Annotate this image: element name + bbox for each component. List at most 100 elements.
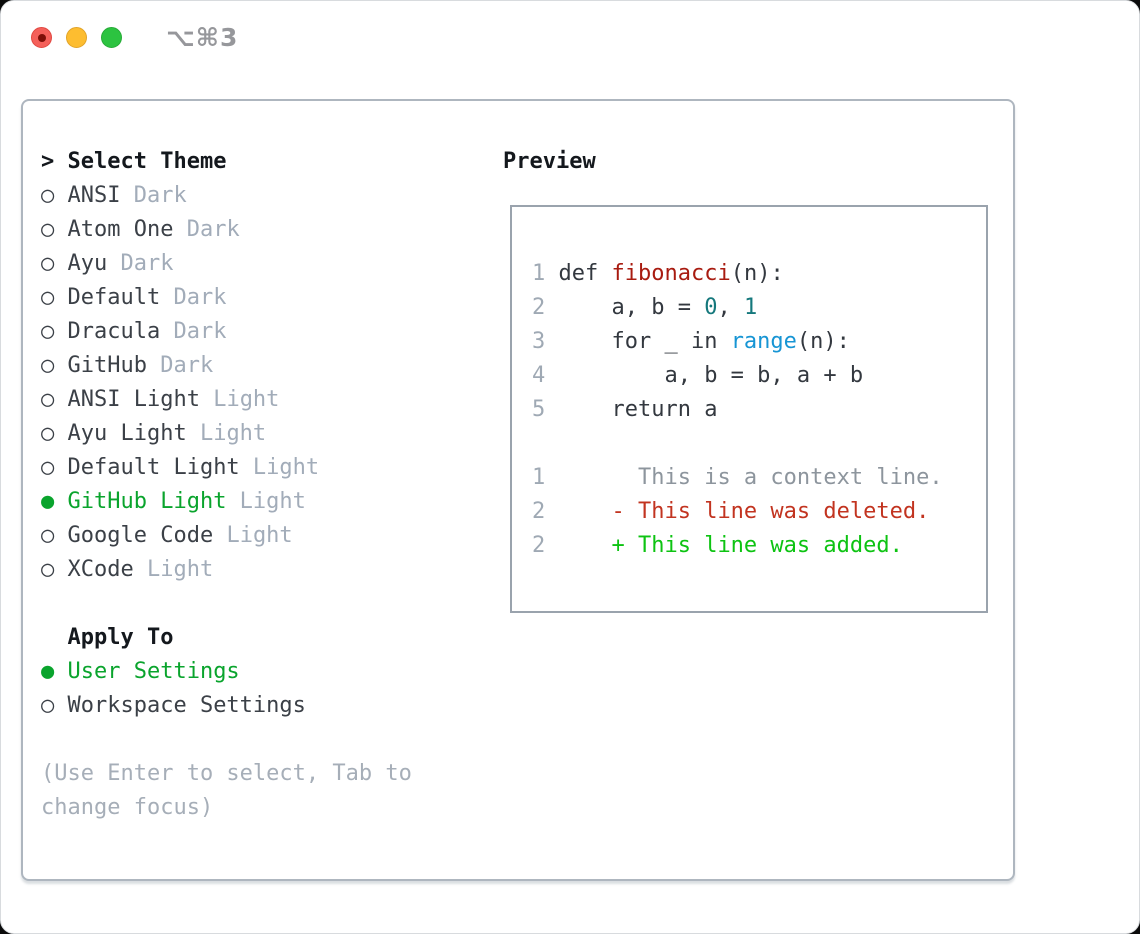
theme-variant-tag: Light [186, 421, 267, 446]
close-focus-dot-icon [37, 33, 46, 42]
radio-icon: ○ [41, 523, 55, 548]
theme-item-ansi-light[interactable]: ○ ANSI Light Light [41, 383, 491, 417]
spacer [41, 587, 491, 621]
code-token-bi: range [730, 329, 797, 354]
theme-name: XCode [54, 557, 134, 582]
theme-name: GitHub [54, 353, 147, 378]
code-token-pl: for _ in [558, 329, 731, 354]
prompt-icon: > [41, 149, 55, 174]
theme-item-ayu-light[interactable]: ○ Ayu Light Light [41, 417, 491, 451]
preview-line-1: 1 def fibonacci(n): [532, 257, 986, 291]
window-shortcut-label: ⌥⌘3 [166, 23, 239, 52]
theme-variant-tag: Dark [146, 353, 214, 378]
line-number: 1 [532, 261, 559, 286]
select-theme-title: Select Theme [67, 149, 227, 174]
line-number: 2 [532, 499, 559, 524]
theme-item-github-light[interactable]: ● GitHub Light Light [41, 485, 491, 519]
theme-picker: > Select Theme ○ ANSI Dark○ Atom One Dar… [41, 145, 491, 825]
radio-icon: ○ [41, 217, 55, 242]
theme-item-dracula[interactable]: ○ Dracula Dark [41, 315, 491, 349]
theme-name: GitHub Light [54, 489, 227, 514]
spacer [41, 723, 491, 757]
code-token-fn: fibonacci [611, 261, 731, 286]
theme-variant-tag: Light [213, 523, 293, 548]
theme-variant-tag: Light [226, 489, 306, 514]
theme-dialog-panel: > Select Theme ○ ANSI Dark○ Atom One Dar… [21, 99, 1015, 881]
apply-to-header: Apply To [67, 625, 174, 650]
radio-icon: ○ [41, 285, 55, 310]
radio-icon: ○ [41, 251, 55, 276]
theme-list: ○ ANSI Dark○ Atom One Dark○ Ayu Dark○ De… [41, 179, 491, 587]
radio-icon: ○ [41, 319, 55, 344]
theme-name: Ayu Light [54, 421, 187, 446]
theme-item-xcode[interactable]: ○ XCode Light [41, 553, 491, 587]
preview-line-2: 2 a, b = 0, 1 [532, 291, 986, 325]
radio-icon: ○ [41, 557, 55, 582]
line-number: 2 [532, 295, 559, 320]
line-number: 1 [532, 465, 559, 490]
radio-icon: ○ [41, 455, 55, 480]
theme-variant-tag: Light [133, 557, 214, 582]
close-button[interactable] [31, 27, 52, 48]
theme-name: Ayu [54, 251, 108, 276]
theme-item-ayu[interactable]: ○ Ayu Dark [41, 247, 491, 281]
theme-item-google-code[interactable]: ○ Google Code Light [41, 519, 491, 553]
code-token-pl: (n): [730, 261, 784, 286]
theme-variant-tag: Light [239, 455, 320, 480]
theme-item-github[interactable]: ○ GitHub Dark [41, 349, 491, 383]
apply-to-option-workspace-settings[interactable]: ○ Workspace Settings [41, 689, 491, 723]
theme-name: Atom One [54, 217, 174, 242]
radio-icon: ○ [41, 353, 55, 378]
code-token-del: - This line was deleted. [558, 499, 930, 524]
line-number: 5 [532, 397, 559, 422]
preview-line-8: 2 - This line was deleted. [532, 495, 986, 529]
apply-to-option-user-settings[interactable]: ● User Settings [41, 655, 491, 689]
theme-variant-tag: Light [199, 387, 280, 412]
theme-item-default-light[interactable]: ○ Default Light Light [41, 451, 491, 485]
radio-selected-icon: ● [41, 659, 55, 684]
theme-variant-tag: Dark [160, 319, 227, 344]
apply-to-name: User Settings [54, 659, 240, 684]
apply-to-list: ● User Settings○ Workspace Settings [41, 655, 491, 723]
theme-variant-tag: Dark [173, 217, 240, 242]
apply-to-name: Workspace Settings [54, 693, 306, 718]
line-number: 2 [532, 533, 559, 558]
code-token-pl: (n): [796, 329, 850, 354]
theme-name: ANSI [54, 183, 121, 208]
code-token-pl: a, b = b, a + b [558, 363, 864, 388]
hint-line-1: (Use Enter to select, Tab to [41, 761, 412, 786]
radio-icon: ○ [41, 183, 55, 208]
theme-name: Dracula [54, 319, 161, 344]
code-token-ctx: This is a context line. [558, 465, 943, 490]
line-number: 3 [532, 329, 559, 354]
code-token-pl: , [717, 295, 744, 320]
theme-item-atom-one[interactable]: ○ Atom One Dark [41, 213, 491, 247]
code-token-pl: return a [558, 397, 718, 422]
code-token-add: + This line was added. [558, 533, 903, 558]
minimize-button[interactable] [66, 27, 87, 48]
radio-icon: ○ [41, 387, 55, 412]
preview-blank-line [532, 427, 986, 461]
zoom-button[interactable] [101, 27, 122, 48]
code-token-nu: 1 [743, 295, 758, 320]
theme-variant-tag: Dark [160, 285, 227, 310]
code-token-nu: 0 [704, 295, 718, 320]
theme-variant-tag: Dark [120, 183, 187, 208]
preview-line-5: 5 return a [532, 393, 986, 427]
radio-icon: ○ [41, 693, 55, 718]
theme-item-ansi[interactable]: ○ ANSI Dark [41, 179, 491, 213]
code-token-pl: a, b = [558, 295, 705, 320]
hint-line-2: change focus) [41, 795, 214, 820]
theme-item-default[interactable]: ○ Default Dark [41, 281, 491, 315]
preview-line-7: 1 This is a context line. [532, 461, 986, 495]
titlebar: ⌥⌘3 [1, 1, 1139, 77]
preview-line-4: 4 a, b = b, a + b [532, 359, 986, 393]
radio-selected-icon: ● [41, 489, 55, 514]
preview-line-9: 2 + This line was added. [532, 529, 986, 563]
line-number: 4 [532, 363, 559, 388]
preview-line-3: 3 for _ in range(n): [532, 325, 986, 359]
theme-name: Google Code [54, 523, 214, 548]
